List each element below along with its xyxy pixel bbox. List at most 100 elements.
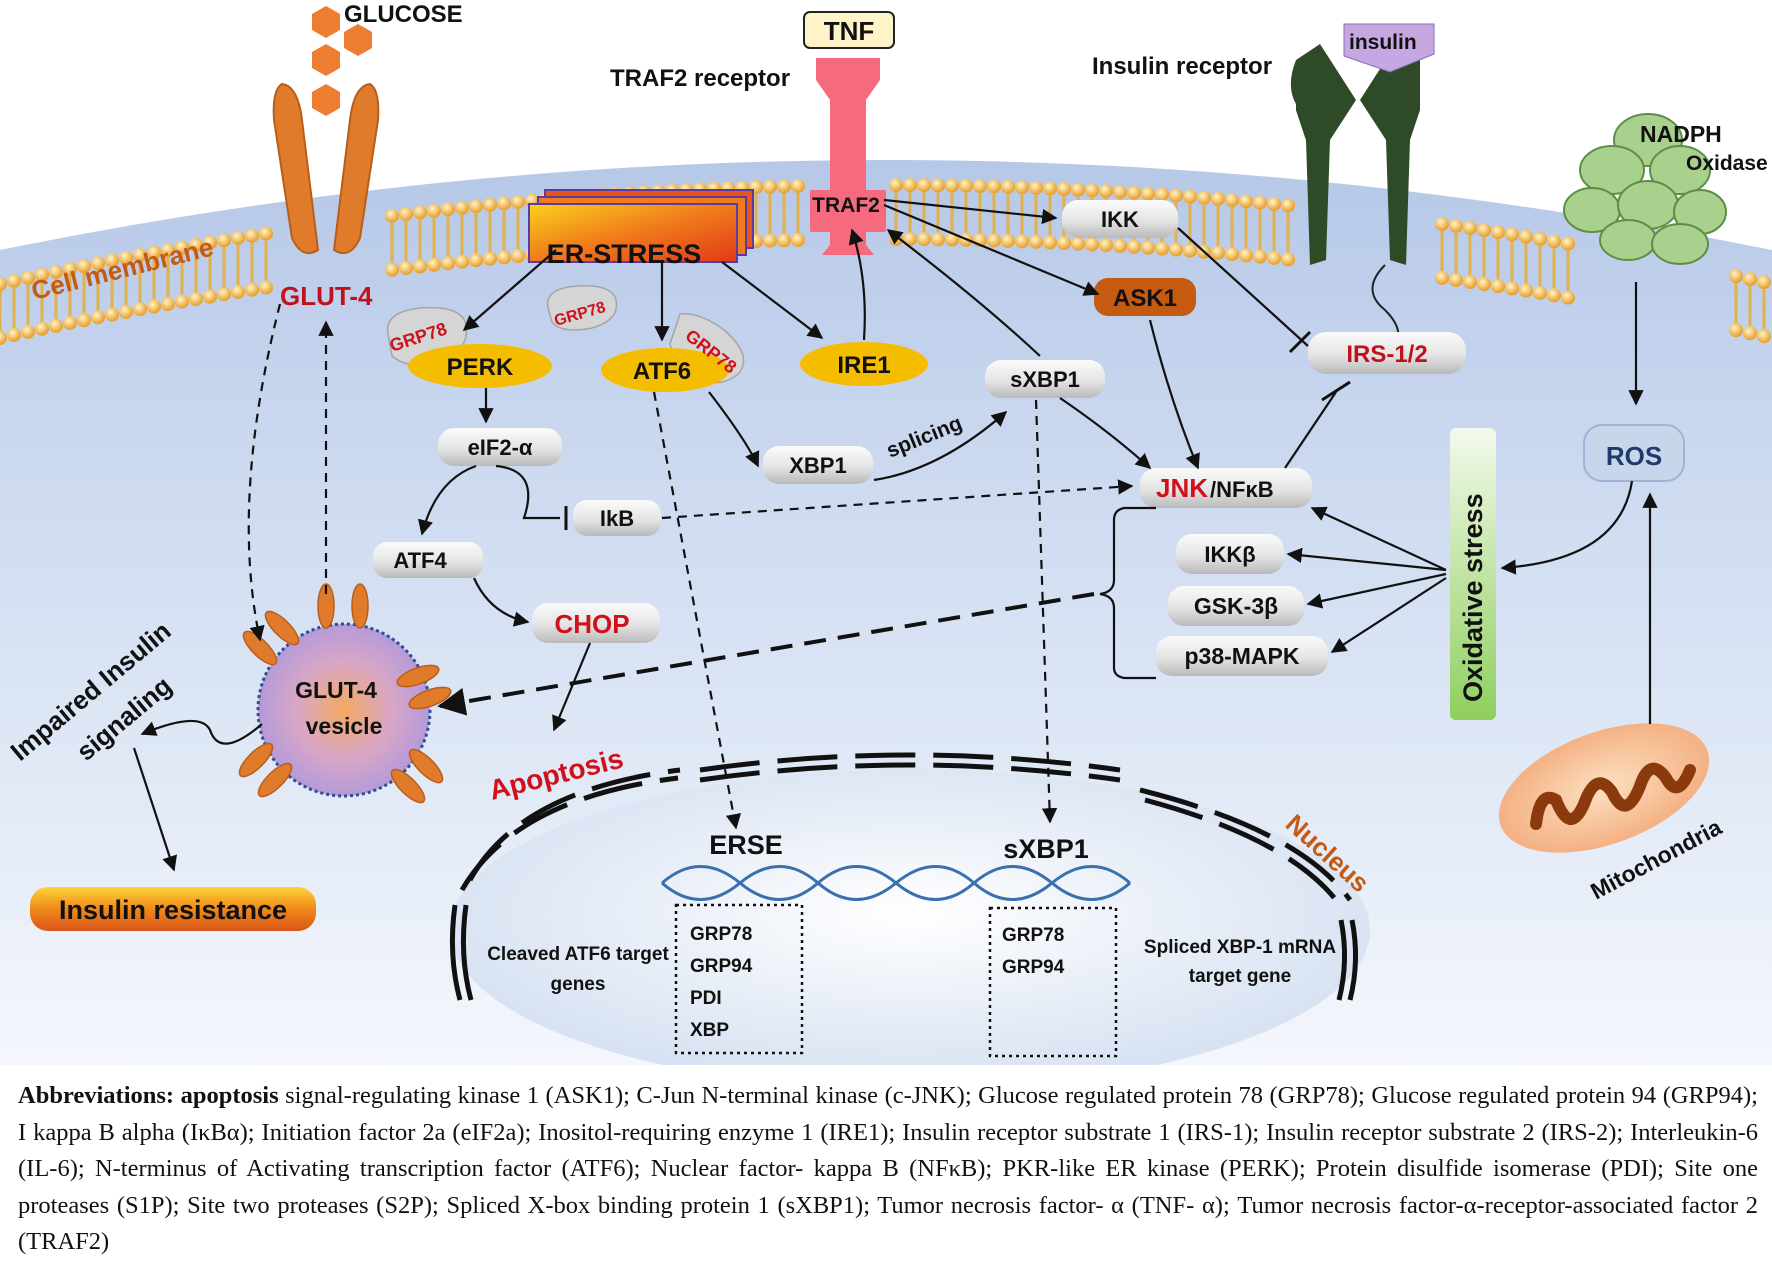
- glucose-label: GLUCOSE: [344, 1, 463, 28]
- membrane-lipid: [1225, 193, 1239, 208]
- membrane-lipid: [917, 178, 931, 193]
- membrane-lipid: [1743, 326, 1757, 341]
- membrane-lipid: [413, 259, 427, 274]
- membrane-lipid: [763, 233, 777, 248]
- membrane-lipid: [217, 233, 231, 248]
- insulin-resistance-label: Insulin resistance: [59, 895, 287, 925]
- membrane-lipid: [483, 251, 497, 266]
- membrane-lipid: [49, 318, 63, 333]
- membrane-lipid: [399, 261, 413, 276]
- dashed-arrows: [247, 303, 1134, 830]
- membrane-lipid: [777, 179, 791, 194]
- membrane-lipid: [1085, 183, 1099, 198]
- membrane-lipid: [1519, 283, 1533, 298]
- membrane-lipid: [469, 253, 483, 268]
- membrane-lipid: [1155, 241, 1169, 256]
- membrane-lipid: [1029, 180, 1043, 195]
- membrane-lipid: [189, 292, 203, 307]
- membrane-lipid: [91, 256, 105, 271]
- dna-helix-icon: [661, 865, 1131, 901]
- membrane-lipid: [1435, 216, 1449, 231]
- chop-label: CHOP: [554, 609, 629, 639]
- abbreviations-caption: Abbreviations: apoptosis signal-regulati…: [18, 1078, 1758, 1261]
- membrane-lipid: [959, 178, 973, 193]
- membrane-lipid: [0, 331, 7, 345]
- membrane-lipid: [119, 304, 133, 319]
- membrane-lipid: [147, 299, 161, 314]
- membrane-lipid: [1281, 252, 1295, 267]
- insulin-box: [1343, 23, 1435, 73]
- membrane-lipid: [1001, 233, 1015, 248]
- membrane-lipid: [1449, 218, 1463, 233]
- insulin-receptor-label: Insulin receptor: [1092, 53, 1272, 80]
- membrane-lipid: [147, 245, 161, 260]
- membrane-lipid: [1043, 181, 1057, 196]
- sxbp1-box: [985, 360, 1105, 398]
- nadph-label: NADPH: [1640, 121, 1722, 147]
- gsk3b-box: [1168, 586, 1304, 626]
- membrane-lipid: [1477, 223, 1491, 238]
- ikkb-box: [1176, 534, 1284, 574]
- membrane-lipid: [1127, 239, 1141, 254]
- nucleus: [449, 752, 1370, 1065]
- cleaved-atf6-label-1: Cleaved ATF6 target: [487, 944, 669, 965]
- ros-label: ROS: [1606, 441, 1662, 471]
- ask1-box: [1094, 278, 1196, 316]
- membrane-lipid: [903, 232, 917, 247]
- membrane-lipid: [49, 264, 63, 279]
- membrane-lipid: [1029, 234, 1043, 249]
- ros-box: [1583, 424, 1685, 482]
- membrane-lipid: [217, 287, 231, 302]
- membrane-lipid: [1113, 238, 1127, 253]
- ikk-box: [1062, 200, 1178, 238]
- membrane-lipid: [987, 233, 1001, 248]
- p38-label: p38-MAPK: [1184, 643, 1299, 669]
- membrane-lipid: [497, 250, 511, 265]
- membrane-lipid: [77, 313, 91, 328]
- membrane-lipid: [385, 208, 399, 223]
- membrane-lipid: [161, 297, 175, 312]
- ikb-box: [573, 500, 661, 536]
- membrane-lipid: [203, 289, 217, 304]
- membrane-lipid: [77, 259, 91, 274]
- membrane-lipid: [973, 179, 987, 194]
- sxbp1-gene-2: GRP94: [1002, 957, 1065, 978]
- membrane-lipid: [1267, 196, 1281, 211]
- membrane-lipid: [245, 282, 259, 297]
- gsk3b-label: GSK-3β: [1194, 593, 1278, 619]
- nadph-oxidase-icon: [1563, 113, 1727, 265]
- erse-label: ERSE: [709, 830, 783, 860]
- glut4-vesicle-label-2: vesicle: [306, 713, 383, 739]
- ire1-node: [800, 342, 928, 386]
- membrane-lipid: [1561, 290, 1575, 305]
- membrane-lipid: [1085, 237, 1099, 252]
- membrane-lipid: [1239, 248, 1253, 263]
- membrane-lipid: [1435, 270, 1449, 285]
- chop-box: [532, 603, 660, 643]
- membrane-lipid: [1141, 240, 1155, 255]
- cytoplasm: [0, 160, 1772, 1065]
- membrane-lipid: [231, 284, 245, 299]
- membrane-lipid: [1071, 182, 1085, 197]
- membrane-lipid: [63, 315, 77, 330]
- membrane-lipid: [1505, 281, 1519, 296]
- membrane-lipid: [1267, 250, 1281, 265]
- membrane-lipid: [1743, 272, 1757, 287]
- membrane-lipid: [1477, 277, 1491, 292]
- membrane-lipid: [1015, 180, 1029, 195]
- membrane-lipid: [455, 254, 469, 269]
- membrane-lipid: [1099, 238, 1113, 253]
- oxidase-label: Oxidase: [1686, 152, 1768, 175]
- membrane-lipid: [1001, 179, 1015, 194]
- membrane-lipid: [399, 207, 413, 222]
- tnf-label: TNF: [824, 16, 875, 46]
- ikb-label: IkB: [600, 506, 634, 531]
- membrane-lipid: [119, 250, 133, 265]
- abbreviations-lead: Abbreviations: apoptosis: [18, 1082, 279, 1109]
- ask1-label: ASK1: [1113, 285, 1177, 312]
- spliced-xbp1-label-2: target gene: [1189, 966, 1291, 987]
- membrane-lipid: [1547, 234, 1561, 249]
- cleaved-atf6-label-2: genes: [551, 974, 606, 995]
- membrane-lipid: [777, 233, 791, 248]
- er-stress-stack: [528, 189, 754, 263]
